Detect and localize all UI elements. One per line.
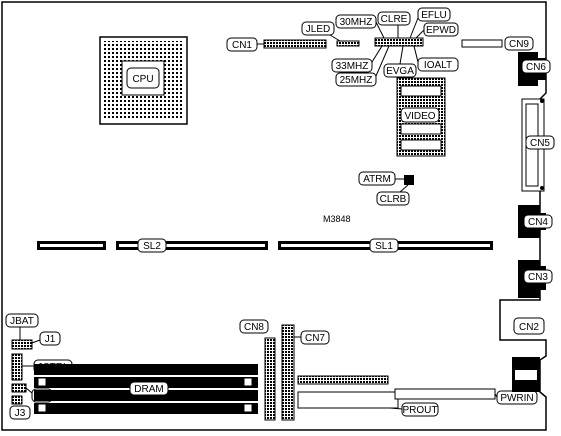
cn4-connector: CN4 xyxy=(518,205,553,238)
jctrl-jumper xyxy=(11,353,23,381)
dram-label: DRAM xyxy=(134,384,163,395)
33mhz-label: 33MHZ xyxy=(336,61,369,72)
cn9-connector: CN9 xyxy=(461,36,534,51)
cn8-connector: CN8 xyxy=(239,319,276,421)
cn1-label: CN1 xyxy=(232,40,252,51)
cn6-connector: CN6 xyxy=(518,52,551,86)
cn3-connector: CN3 xyxy=(518,260,553,298)
j2-jumper xyxy=(11,383,27,393)
video-label: VIDEO xyxy=(404,111,435,122)
clrb-label: CLRB xyxy=(380,194,407,205)
cn3-label: CN3 xyxy=(528,272,548,283)
cn7-connector: CN7 xyxy=(281,324,330,421)
30mhz-label: 30MHZ xyxy=(340,17,373,28)
cn7-label: CN7 xyxy=(305,333,325,344)
cn5-connector: CN5 xyxy=(521,98,555,192)
prout-connector: PROUT xyxy=(297,375,439,417)
cpu-socket: CPU xyxy=(99,36,188,125)
ioalt-label: IOALT xyxy=(424,60,452,71)
cn5-label: CN5 xyxy=(530,138,550,149)
j1-label: J1 xyxy=(45,334,56,345)
cpu-label: CPU xyxy=(132,74,153,85)
sl2-label: SL2 xyxy=(143,241,161,252)
slot-sl2: SL2 xyxy=(37,238,268,253)
j3-label: J3 xyxy=(15,408,26,419)
cn2-connector: CN2 xyxy=(513,317,545,335)
eflu-label: EFLU xyxy=(421,10,447,21)
video-chips: VIDEO xyxy=(396,77,446,157)
jled-label: JLED xyxy=(306,24,330,35)
board-marking: M3848 xyxy=(323,214,351,224)
cn9-label: CN9 xyxy=(509,39,529,50)
cn4-label: CN4 xyxy=(528,217,548,228)
jbat-jumper xyxy=(11,339,33,350)
cn2-label: CN2 xyxy=(519,322,539,333)
clre-label: CLRE xyxy=(381,14,408,25)
cn8-label: CN8 xyxy=(244,322,264,333)
pwrin-label: PWRIN xyxy=(500,393,533,404)
atrm-label: ATRM xyxy=(363,174,391,185)
evga-label: EVGA xyxy=(386,66,414,77)
j3-jumper xyxy=(11,395,23,405)
slot-sl1: SL1 xyxy=(278,238,493,253)
prout-label: PROUT xyxy=(403,405,438,416)
dram-slots: DRAM xyxy=(34,364,258,414)
jbat-label: JBAT xyxy=(10,316,34,327)
config-jumper-block xyxy=(374,37,424,47)
atrm-jumper: ATRM CLRB xyxy=(358,171,414,206)
sl1-label: SL1 xyxy=(375,241,393,252)
epwd-label: EPWD xyxy=(426,25,456,36)
cn1-connector: CN1 xyxy=(226,37,327,52)
jled-jumper: JLED xyxy=(301,21,360,47)
pwrin-connector: PWRIN xyxy=(394,388,538,405)
25mhz-label: 25MHZ xyxy=(340,75,373,86)
cn6-label: CN6 xyxy=(526,62,546,73)
